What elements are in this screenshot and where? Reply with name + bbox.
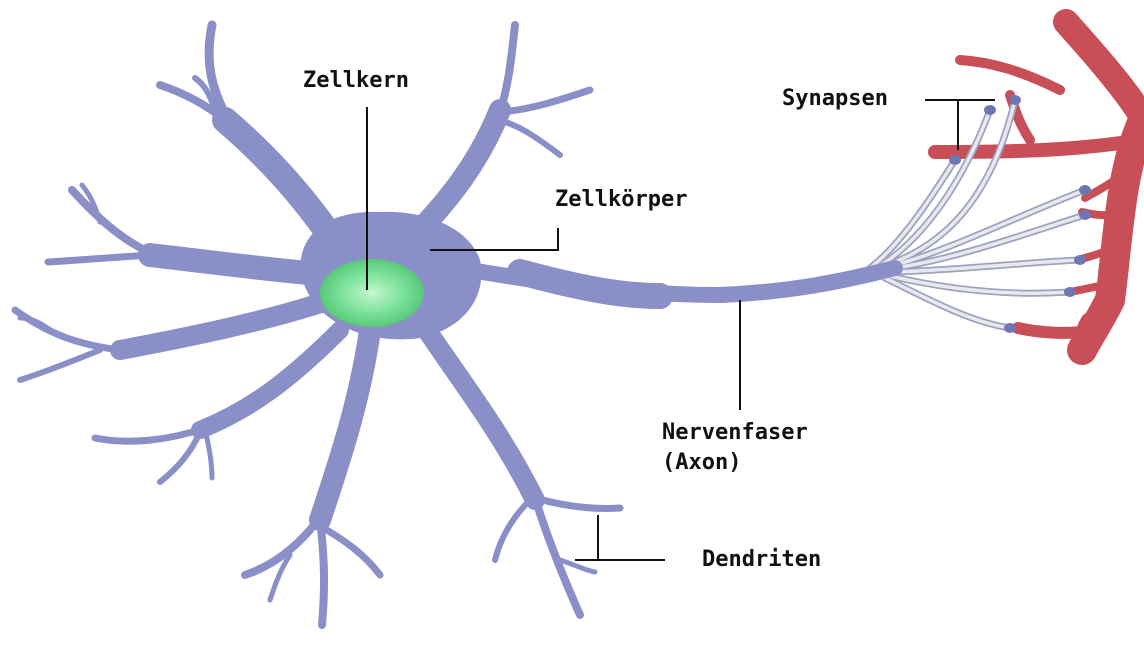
label-nervenfaser: Nervenfaser (Axon) — [662, 418, 808, 478]
label-synapsen: Synapsen — [782, 84, 888, 114]
target-cell — [935, 22, 1144, 355]
label-nervenfaser-line2: (Axon) — [662, 448, 808, 478]
label-dendriten: Dendriten — [702, 545, 821, 575]
axon-terminals — [870, 95, 1091, 333]
label-zellkern: Zellkern — [303, 66, 409, 96]
neuron — [15, 25, 895, 625]
label-nervenfaser-line1: Nervenfaser — [662, 418, 808, 448]
cell-nucleus — [320, 259, 424, 327]
leader-dendriten — [575, 515, 665, 560]
label-zellkoerper: Zellkörper — [555, 185, 687, 215]
